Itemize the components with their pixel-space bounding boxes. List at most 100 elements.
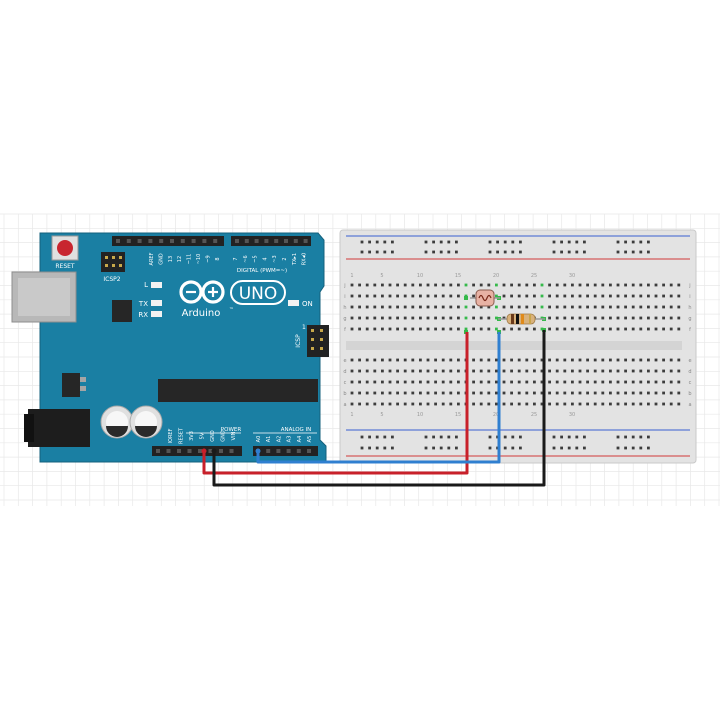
breadboard-hole	[548, 316, 551, 320]
breadboard-hole	[495, 358, 498, 362]
row-letter: g	[343, 316, 346, 322]
breadboard-hole	[647, 369, 650, 373]
breadboard-hole	[578, 305, 582, 309]
breadboard-hole	[441, 391, 445, 395]
breadboard-hole	[517, 358, 521, 362]
digital-pin-label: 7	[233, 257, 239, 260]
breadboard-hole	[669, 369, 673, 373]
breadboard-hole	[388, 402, 392, 406]
breadboard-hole	[654, 294, 658, 298]
breadboard-hole	[578, 369, 582, 373]
breadboard-hole	[373, 391, 377, 395]
breadboard-hole	[533, 283, 536, 287]
breadboard-hole	[381, 316, 384, 320]
breadboard-hole	[578, 283, 582, 287]
reset-button-cap[interactable]	[57, 240, 73, 256]
breadboard-hole	[624, 305, 627, 309]
breadboard-hole	[479, 327, 483, 331]
digital-pin	[148, 239, 153, 243]
breadboard-hole	[365, 316, 369, 320]
icsp2-pin	[105, 264, 108, 267]
rail-hole	[631, 446, 635, 450]
analog-label: ANALOG IN	[281, 427, 312, 433]
breadboard-hole	[631, 380, 635, 384]
breadboard-hole	[548, 380, 551, 384]
column-number: 30	[569, 273, 575, 279]
breadboard-hole	[479, 283, 483, 287]
breadboard-hole	[449, 294, 453, 298]
breadboard-hole	[631, 316, 635, 320]
breadboard-hole	[396, 369, 399, 373]
rail-hole	[583, 435, 586, 439]
column-number: 25	[531, 273, 537, 279]
breadboard-hole	[358, 380, 361, 384]
breadboard-hole	[358, 402, 361, 406]
power-pin-label: VIN	[231, 431, 237, 440]
breadboard-hole	[624, 283, 627, 287]
rail-hole	[511, 240, 515, 244]
rail-hole	[447, 250, 451, 254]
rail-hole	[375, 240, 379, 244]
breadboard-hole	[647, 305, 650, 309]
breadboard-hole	[419, 380, 422, 384]
rail-hole	[368, 435, 371, 439]
breadboard-hole	[631, 358, 635, 362]
digital-pin	[254, 239, 259, 243]
analog-pin-label: A2	[276, 436, 282, 443]
breadboard-hole	[411, 294, 415, 298]
breadboard-hole	[495, 294, 498, 298]
arduino-logo	[179, 280, 225, 304]
rail-hole	[375, 435, 379, 439]
rail-hole	[432, 250, 435, 254]
breadboard-hole	[555, 369, 559, 373]
breadboard-hole	[396, 358, 399, 362]
digital-pin-label: ~3	[272, 255, 278, 262]
breadboard-hole	[495, 305, 498, 309]
breadboard-hole	[510, 358, 513, 362]
breadboard-hole	[381, 294, 384, 298]
analog-pin-label: A4	[297, 436, 303, 443]
breadboard-hole	[662, 294, 665, 298]
rail-hole	[631, 250, 635, 254]
breadboard-hole	[631, 327, 635, 331]
breadboard-hole	[601, 402, 605, 406]
rail-hole	[488, 250, 492, 254]
breadboard-hole	[609, 294, 612, 298]
breadboard-hole	[434, 316, 437, 320]
breadboard-hole	[677, 380, 681, 384]
breadboard-hole	[510, 283, 513, 287]
breadboard-hole	[472, 327, 475, 331]
breadboard-hole	[586, 358, 589, 362]
rail-hole	[616, 435, 620, 439]
breadboard-hole	[434, 327, 437, 331]
breadboard-hole	[441, 305, 445, 309]
breadboard-hole	[593, 380, 597, 384]
breadboard-hole	[677, 402, 681, 406]
rail-hole	[567, 250, 571, 254]
breadboard-hole	[639, 305, 643, 309]
breadboard-hole	[472, 283, 475, 287]
breadboard-hole	[555, 380, 559, 384]
analog-pin	[266, 449, 271, 453]
rail-hole	[488, 446, 492, 450]
breadboard-hole	[358, 358, 361, 362]
row-letter: e	[343, 358, 346, 364]
breadboard-hole	[624, 391, 627, 395]
breadboard-hole	[510, 305, 513, 309]
column-number: 20	[493, 273, 499, 279]
breadboard-hole	[677, 316, 681, 320]
row-letter: c	[344, 380, 347, 386]
rail-hole	[391, 446, 394, 450]
breadboard-hole	[419, 316, 422, 320]
breadboard-hole	[578, 316, 582, 320]
led-l	[151, 282, 162, 288]
breadboard-hole	[472, 316, 475, 320]
breadboard-hole	[502, 391, 506, 395]
breadboard-hole	[647, 402, 650, 406]
breadboard-hole	[411, 283, 415, 287]
row-letter: e	[688, 358, 691, 364]
rail-hole	[375, 250, 379, 254]
breadboard-hole	[662, 369, 665, 373]
power-pin-label: GND	[221, 430, 227, 442]
